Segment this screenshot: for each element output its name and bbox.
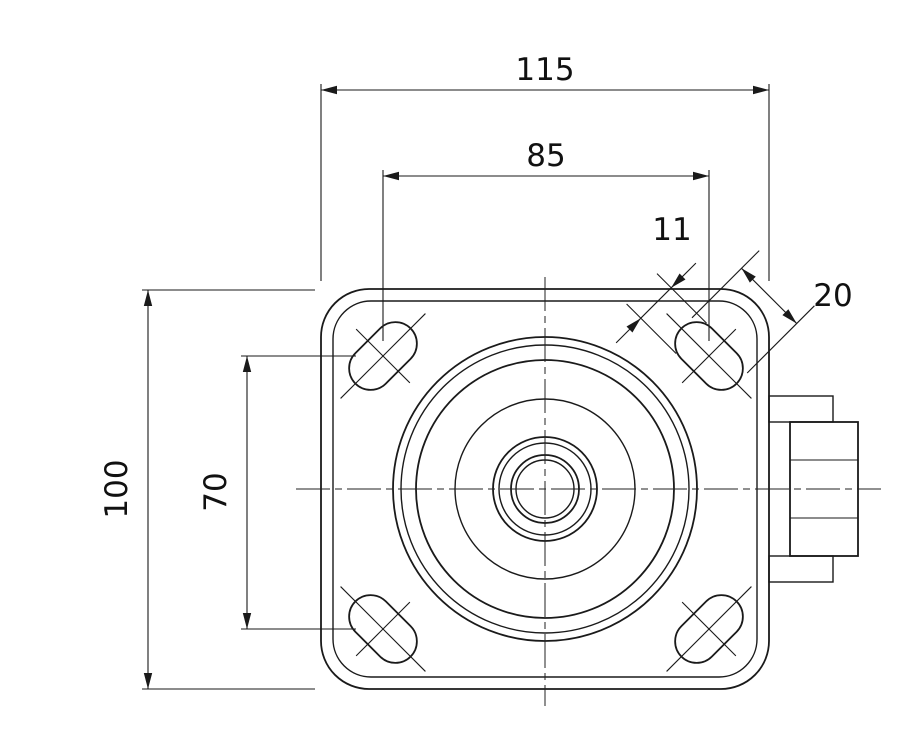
mounting-slot-bottom-left: [340, 586, 426, 672]
extension-line: [691, 250, 760, 319]
extension-line: [626, 303, 677, 354]
slot-centerline-short: [681, 328, 737, 384]
dim-hole-spacing-vertical-label: 70: [198, 472, 234, 511]
mounting-slot-top-right: [666, 313, 752, 399]
dim-overall-height-label: 100: [99, 459, 135, 518]
dim-hole-spacing-horizontal-label: 85: [526, 138, 565, 174]
dimension-overall-width: 115: [320, 52, 770, 281]
dimension-line: [741, 267, 798, 324]
slot-centerline-short: [681, 601, 737, 657]
dimension-slot-length: 20: [691, 250, 853, 374]
bracket-top-tab: [768, 395, 834, 423]
dimension-overall-height: 100: [99, 289, 315, 690]
extension-line: [746, 305, 815, 374]
dimension-slot-width: 11: [615, 212, 707, 354]
dimension-arrow-line: [670, 262, 697, 289]
slot-centerline-short: [355, 328, 411, 384]
mounting-slot-top-left: [340, 313, 426, 399]
bracket-bottom-tab: [768, 555, 834, 583]
mounting-slot-bottom-right: [666, 586, 752, 672]
dimension-hole-spacing-vertical: 70: [198, 355, 356, 630]
dimension-hole-spacing-horizontal: 85: [382, 138, 710, 341]
dim-overall-width-label: 115: [515, 52, 574, 88]
slot-centerline-short: [355, 601, 411, 657]
extension-line: [656, 273, 707, 324]
dim-slot-length-label: 20: [813, 278, 852, 314]
dimension-arrow-line: [615, 317, 642, 344]
dim-slot-width-label: 11: [652, 212, 691, 248]
dimension-line: [640, 287, 672, 319]
